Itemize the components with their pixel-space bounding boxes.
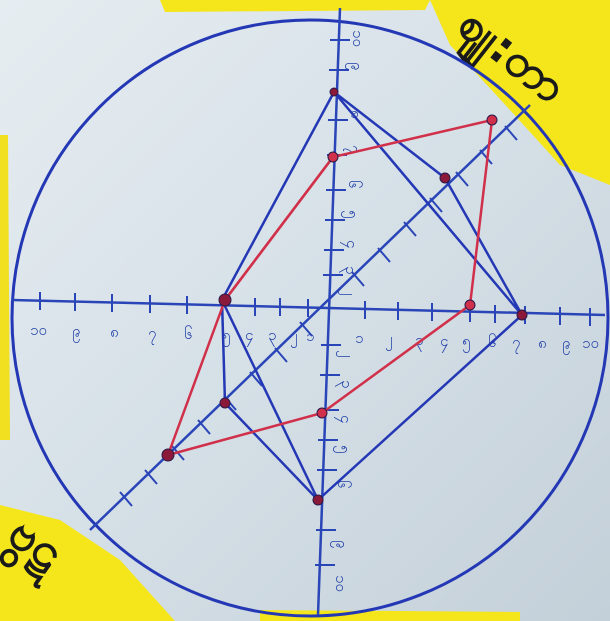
horizontal-tick-labels: ၁၀ ၉ ၈ ၇ ၆ ၅ ၄ ၃ ၂ ၁ ၁ ၂ ၃ ၄ ၅ ၆ ၇ ၈ ၉ ၁… — [30, 321, 599, 355]
vertical-tick-labels: ၁၀ ၉ ၈ ၇ ၆ ၅ ၄ ၃ ၂ ၂ ၃ ၄ ၅ ၆ ၉ ၁၀ — [330, 30, 367, 592]
svg-text:၇: ၇ — [512, 333, 520, 354]
svg-text:၈: ၈ — [347, 110, 365, 119]
svg-text:၁၀: ၁၀ — [332, 575, 350, 592]
svg-text:၆: ၆ — [334, 480, 352, 488]
tape-top — [160, 0, 430, 12]
markers — [161, 87, 528, 506]
svg-text:၂: ၂ — [290, 327, 297, 348]
svg-text:၃: ၃ — [339, 266, 360, 274]
svg-text:၈: ၈ — [538, 334, 547, 352]
blue-segment-4 — [333, 91, 446, 179]
svg-text:၅: ၅ — [222, 326, 230, 347]
red-segment — [224, 156, 334, 301]
svg-text:၅: ၅ — [333, 445, 354, 453]
vertical-ticks — [315, 39, 350, 566]
svg-text:၄: ၄ — [245, 326, 253, 347]
tape-top-right — [430, 0, 610, 185]
svg-text:၁: ၁ — [355, 329, 363, 347]
tape-bottom — [260, 610, 520, 621]
svg-text:၁၀: ၁၀ — [349, 30, 367, 47]
tape-left — [0, 135, 10, 440]
svg-text:၉: ၉ — [345, 62, 366, 70]
svg-text:၉: ၉ — [562, 334, 570, 355]
svg-text:၂: ၂ — [338, 288, 359, 295]
svg-text:၆: ၆ — [345, 180, 363, 188]
svg-text:၆: ၆ — [184, 325, 192, 343]
svg-text:၁၀: ၁၀ — [582, 334, 599, 352]
blue-segment-3 — [443, 177, 524, 316]
diagonal-axis — [89, 104, 531, 531]
svg-text:၅: ၅ — [341, 210, 362, 218]
blue-segment — [220, 299, 227, 404]
svg-text:၃: ၃ — [335, 380, 356, 388]
svg-text:၂: ၂ — [385, 330, 392, 351]
blue-segment-2 — [224, 402, 319, 501]
svg-text:၄: ၄ — [340, 240, 361, 248]
svg-text:၂: ၂ — [336, 350, 357, 357]
svg-text:၃: ၃ — [268, 326, 276, 347]
tape-bottom-left — [0, 505, 175, 621]
svg-text:၅: ၅ — [462, 332, 470, 353]
diagonal-ticks — [119, 125, 518, 507]
svg-text:၇: ၇ — [343, 145, 364, 153]
svg-text:၉: ၉ — [330, 540, 351, 548]
svg-text:၁: ၁ — [306, 327, 314, 345]
circle — [10, 18, 610, 618]
svg-text:၉: ၉ — [72, 322, 80, 343]
vertical-axis — [316, 7, 342, 616]
svg-text:၈: ၈ — [110, 323, 119, 341]
svg-text:၇: ၇ — [148, 324, 156, 345]
svg-text:၁၀: ၁၀ — [30, 321, 47, 339]
svg-text:၄: ၄ — [334, 415, 355, 423]
blue-quadrilateral — [220, 89, 524, 503]
svg-text:၄: ၄ — [440, 332, 448, 353]
